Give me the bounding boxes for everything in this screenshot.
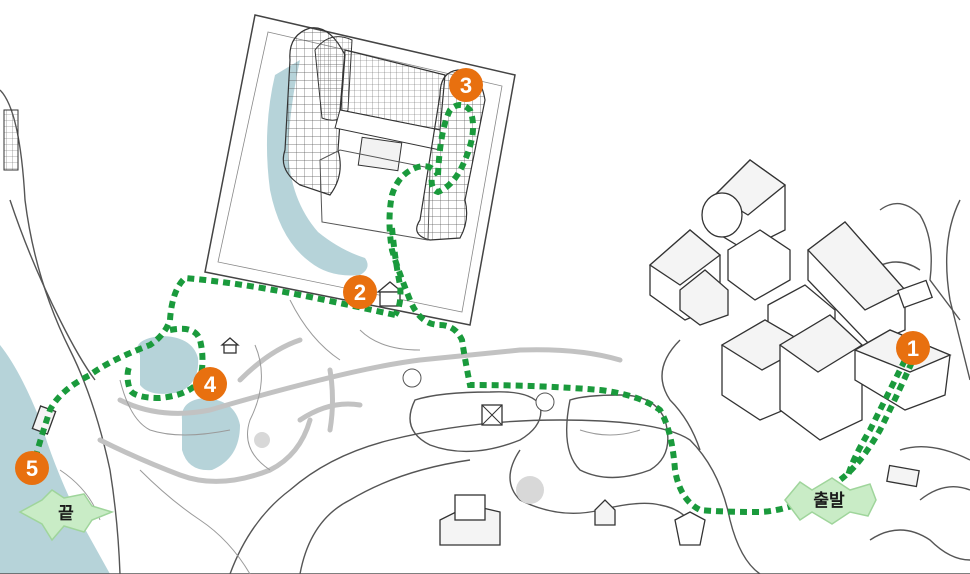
south-buildings [439, 464, 920, 546]
marker-3-label: 3 [460, 73, 472, 98]
pavilion-small [220, 337, 240, 354]
palace-complex [648, 159, 952, 441]
garden-walkways [59, 299, 641, 574]
marker-5-label: 5 [26, 456, 38, 481]
pavilion-2 [376, 281, 404, 307]
lower-pond [181, 398, 240, 471]
left-structure [3, 109, 19, 171]
end-label: 끝 [18, 489, 115, 542]
marker-5[interactable]: 5 [15, 451, 49, 485]
start-label-text: 출발 [813, 491, 845, 511]
marker-1-label: 1 [907, 336, 919, 361]
end-label-text: 끝 [58, 504, 74, 524]
marker-2-label: 2 [354, 280, 366, 305]
marker-4[interactable]: 4 [193, 367, 227, 401]
marker-1[interactable]: 1 [896, 331, 930, 365]
marker-4-label: 4 [204, 372, 217, 397]
marker-2[interactable]: 2 [343, 275, 377, 309]
stream [266, 60, 368, 276]
upper-pond [137, 336, 199, 394]
start-label: 출발 [784, 477, 877, 525]
marker-3[interactable]: 3 [449, 68, 483, 102]
gate-building [481, 404, 503, 426]
